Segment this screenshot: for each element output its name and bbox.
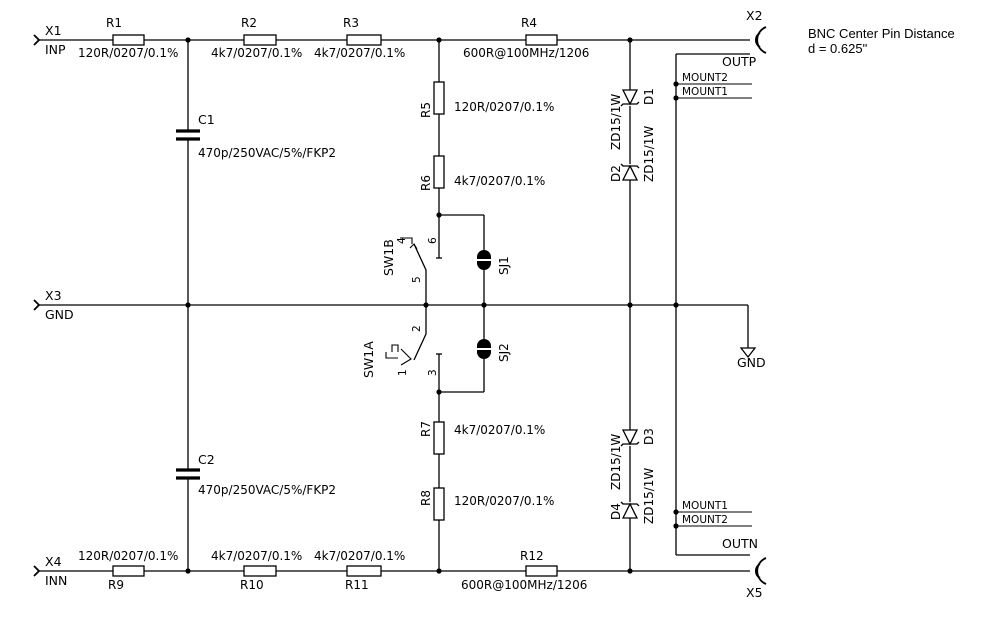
mount1-label-top: MOUNT1 xyxy=(682,86,728,98)
switch-sw1b-pin5: 5 xyxy=(411,276,423,283)
note-line1: BNC Center Pin Distance xyxy=(808,26,955,41)
zener-diode-d2-value: ZD15/1W xyxy=(642,126,656,182)
solder-jumper-sj1: SJ1 xyxy=(477,250,511,275)
resistor-r11-value: 4k7/0207/0.1% xyxy=(314,549,405,563)
connector-x5-net: OUTN xyxy=(722,536,758,551)
capacitor-c1: C1 470p/250VAC/5%/FKP2 xyxy=(176,112,336,160)
resistor-r1-ref: R1 xyxy=(106,16,122,30)
zener-diode-d3: D3 ZD15/1W xyxy=(609,428,656,490)
zener-diode-d4-ref: D4 xyxy=(609,503,623,520)
zener-diode-d1: D1 ZD15/1W xyxy=(609,88,656,150)
connector-x3-ref: X3 xyxy=(45,288,62,303)
connector-x4: X4 INN xyxy=(33,554,67,588)
resistor-r9-value: 120R/0207/0.1% xyxy=(78,549,178,563)
ground-symbol: GND xyxy=(737,347,766,370)
switch-sw1b-ref: SW1B xyxy=(381,239,396,276)
resistor-r12-ref: R12 xyxy=(520,549,544,563)
junctions xyxy=(185,37,679,574)
switch-sw1a-pin3: 3 xyxy=(427,369,439,376)
bnc-connector-x5: OUTN X5 xyxy=(722,536,767,600)
connector-x1: X1 INP xyxy=(33,23,66,57)
zener-diode-d4-value: ZD15/1W xyxy=(642,468,656,524)
resistor-r4: R4 600R@100MHz/1206 xyxy=(463,16,589,60)
resistor-r8-value: 120R/0207/0.1% xyxy=(454,494,554,508)
zener-diode-d2: D2 ZD15/1W xyxy=(609,126,656,182)
resistor-r11-ref: R11 xyxy=(345,578,369,592)
zener-diode-d3-value: ZD15/1W xyxy=(609,434,623,490)
resistor-r12-value: 600R@100MHz/1206 xyxy=(461,578,587,592)
resistor-r10-value: 4k7/0207/0.1% xyxy=(211,549,302,563)
resistor-r7-value: 4k7/0207/0.1% xyxy=(454,423,545,437)
mount1-label-bottom: MOUNT1 xyxy=(682,500,728,512)
bnc-connector-x2: X2 OUTP xyxy=(722,8,767,69)
mount2-label-bottom: MOUNT2 xyxy=(682,514,728,526)
solder-jumper-sj2-ref: SJ2 xyxy=(497,343,511,362)
resistor-r10-ref: R10 xyxy=(240,578,264,592)
switch-sw1b-pin4: 4 xyxy=(396,237,408,244)
bnc-distance-note: BNC Center Pin Distance d = 0.625" xyxy=(808,26,955,56)
resistor-r1: R1 120R/0207/0.1% xyxy=(78,16,178,60)
switch-sw1a-pin2: 2 xyxy=(411,325,423,332)
connector-x3: X3 GND xyxy=(33,288,74,322)
resistor-r3-value: 4k7/0207/0.1% xyxy=(314,46,405,60)
zener-diode-d1-value: ZD15/1W xyxy=(609,94,623,150)
connector-x2-net: OUTP xyxy=(722,54,757,69)
capacitor-c2: C2 470p/250VAC/5%/FKP2 xyxy=(176,452,336,497)
connector-x1-net: INP xyxy=(45,42,66,57)
resistor-r9: 120R/0207/0.1% R9 xyxy=(78,549,178,592)
mount2-label-top: MOUNT2 xyxy=(682,72,728,84)
resistor-r4-ref: R4 xyxy=(521,16,537,30)
zener-diode-d3-ref: D3 xyxy=(642,428,656,445)
resistor-r4-value: 600R@100MHz/1206 xyxy=(463,46,589,60)
connector-x1-ref: X1 xyxy=(45,23,62,38)
note-line2: d = 0.625" xyxy=(808,41,868,56)
resistor-r5: R5 120R/0207/0.1% xyxy=(419,81,554,118)
switch-sw1b-pin6: 6 xyxy=(427,237,439,244)
resistor-r5-ref: R5 xyxy=(419,102,433,118)
zener-diode-d4: D4 ZD15/1W xyxy=(609,468,656,524)
resistor-r2-value: 4k7/0207/0.1% xyxy=(211,46,302,60)
resistor-r6-value: 4k7/0207/0.1% xyxy=(454,174,545,188)
resistor-r9-ref: R9 xyxy=(108,578,124,592)
resistor-r7-ref: R7 xyxy=(419,421,433,437)
resistor-r2: R2 4k7/0207/0.1% xyxy=(211,16,302,60)
switch-sw1b: 4 5 6 SW1B xyxy=(381,237,442,288)
capacitor-c2-value: 470p/250VAC/5%/FKP2 xyxy=(198,483,336,497)
resistor-r5-value: 120R/0207/0.1% xyxy=(454,100,554,114)
resistor-r1-value: 120R/0207/0.1% xyxy=(78,46,178,60)
mount-labels: MOUNT2 MOUNT1 MOUNT1 MOUNT2 xyxy=(682,72,728,526)
resistor-r8-ref: R8 xyxy=(419,490,433,506)
resistor-r3-ref: R3 xyxy=(343,16,359,30)
ground-symbol-label: GND xyxy=(737,355,766,370)
resistor-r6-ref: R6 xyxy=(419,175,433,191)
capacitor-c1-value: 470p/250VAC/5%/FKP2 xyxy=(198,146,336,160)
resistor-r6: R6 4k7/0207/0.1% xyxy=(419,155,545,191)
solder-jumper-sj1-ref: SJ1 xyxy=(497,256,511,275)
connector-x4-net: INN xyxy=(45,573,67,588)
resistor-r3: R3 4k7/0207/0.1% xyxy=(314,16,405,60)
resistor-r11: 4k7/0207/0.1% R11 xyxy=(314,549,405,592)
resistor-r12: R12 600R@100MHz/1206 xyxy=(461,549,587,592)
capacitor-c1-ref: C1 xyxy=(198,112,215,127)
connector-x3-net: GND xyxy=(45,307,74,322)
wires xyxy=(38,39,752,572)
resistor-r2-ref: R2 xyxy=(241,16,257,30)
zener-diode-d2-ref: D2 xyxy=(609,165,623,182)
resistor-r8: R8 120R/0207/0.1% xyxy=(419,487,554,521)
resistor-r7: R7 4k7/0207/0.1% xyxy=(419,421,545,455)
resistor-r10: 4k7/0207/0.1% R10 xyxy=(211,549,302,592)
switch-sw1a-pin1: 1 xyxy=(397,369,409,376)
connector-x4-ref: X4 xyxy=(45,554,62,569)
connector-x2-ref: X2 xyxy=(746,8,763,23)
connector-x5-ref: X5 xyxy=(746,585,763,600)
switch-sw1a: 2 1 3 SW1A xyxy=(361,322,442,378)
zener-diode-d1-ref: D1 xyxy=(642,88,656,105)
capacitor-c2-ref: C2 xyxy=(198,452,215,467)
solder-jumper-sj2: SJ2 xyxy=(477,339,511,362)
switch-sw1a-ref: SW1A xyxy=(361,341,376,378)
